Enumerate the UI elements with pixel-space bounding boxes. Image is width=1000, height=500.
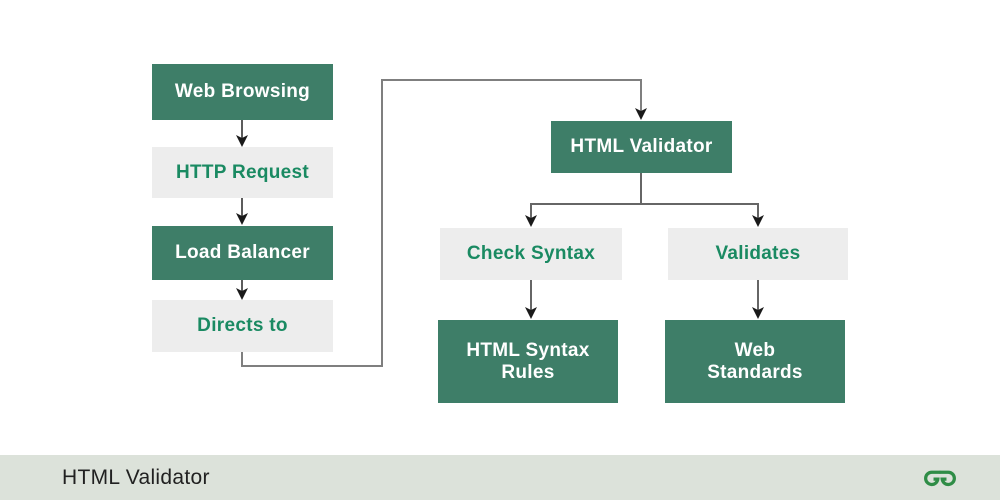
node-directs-to: Directs to [152, 300, 333, 352]
node-web-standards: Web Standards [665, 320, 845, 403]
node-check-syntax: Check Syntax [440, 228, 622, 280]
node-http-request: HTTP Request [152, 147, 333, 198]
node-load-balancer: Load Balancer [152, 226, 333, 280]
node-html-validator: HTML Validator [551, 121, 732, 173]
node-web-browsing: Web Browsing [152, 64, 333, 120]
caption-bar: HTML Validator [0, 455, 1000, 500]
geeksforgeeks-logo-icon [924, 470, 956, 486]
node-html-syntax-rules: HTML Syntax Rules [438, 320, 618, 403]
node-validates: Validates [668, 228, 848, 280]
caption-title: HTML Validator [62, 465, 210, 489]
